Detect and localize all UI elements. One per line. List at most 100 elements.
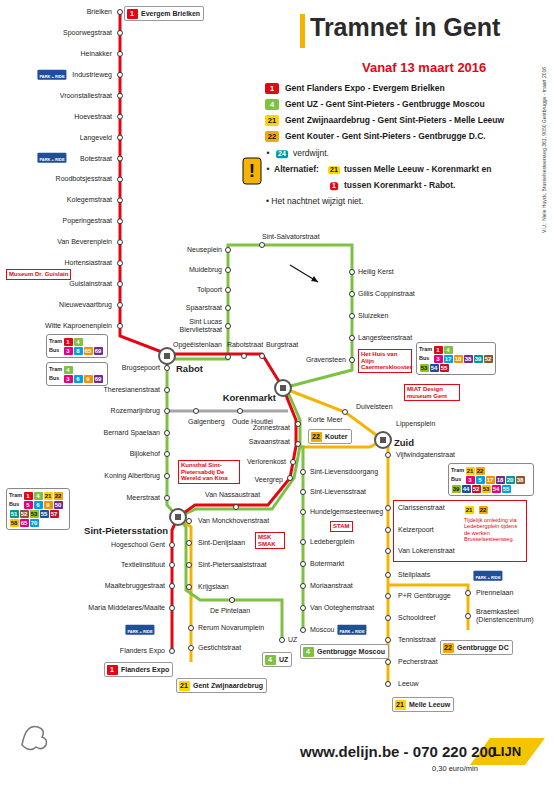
hub-circle [170, 509, 186, 525]
map-label: tussen Melle Leeuw - Korenmarkt en [344, 165, 491, 174]
map-label: Clarissenstraat [398, 504, 445, 512]
station-dot [226, 268, 231, 273]
map-label: Hogeschool Gent [111, 541, 165, 549]
station-dot [226, 324, 231, 329]
map-label: Ledebergplein [310, 538, 354, 546]
line-badge: 22 [479, 506, 488, 514]
station-dot [230, 598, 235, 603]
map-label: Langeveld [80, 134, 112, 142]
map-label: Leeuw [398, 680, 419, 688]
map-label: Vijfwindgatenstraat [396, 451, 455, 459]
hub-circle [159, 348, 175, 364]
green-lines [167, 245, 352, 640]
station-dot [118, 219, 123, 224]
map-label: Duivelsteen [356, 403, 393, 411]
line-badge: 55 [40, 510, 49, 518]
terminus-box: 21Melle Leeuw [392, 697, 454, 712]
station-dot [301, 470, 306, 475]
station-dot [238, 409, 243, 414]
map-label: Van Ooteghemstraat [310, 604, 374, 612]
callout-text: STAM [333, 523, 350, 529]
line-badge: 54 [492, 485, 501, 493]
station-dot [386, 682, 391, 687]
station-dot [350, 336, 355, 341]
line-badge: 20 [506, 476, 515, 484]
map-label: Opgeëistenlaan [173, 341, 222, 349]
station-dot [165, 366, 170, 371]
line-badge: 4 [64, 366, 73, 374]
line-badge: 51 [10, 510, 19, 518]
map-label: Schooldreef [398, 614, 435, 622]
map-title: Tramnet in Gent [310, 14, 500, 42]
map-label: Witte Kaproenenplein [45, 322, 112, 330]
map-label: Tolpoort [197, 286, 222, 294]
map-label: Gestichtstraat [198, 644, 241, 652]
map-label: • Het nachtnet wijzigt niet. [266, 197, 363, 206]
map-label: 21 [268, 117, 276, 125]
line-badge: 55 [440, 364, 449, 372]
map-label: 4 [270, 101, 274, 109]
map-label: Roodbotsjesstraat [56, 176, 112, 184]
map-label: 1 [270, 85, 274, 93]
line-badge: 3 [466, 476, 475, 484]
map-label: 22 [268, 133, 276, 141]
map-label: Brielken [87, 8, 112, 16]
station-dot [118, 198, 123, 203]
map-label: Pecherstraat [398, 658, 438, 666]
station-dot [386, 453, 391, 458]
map-label: Van Beverenplein [57, 238, 112, 246]
line-badge: 53 [420, 364, 429, 372]
map-label: PARK + RIDE [337, 625, 366, 635]
map-label: tussen Korenmarkt - Rabot. [344, 181, 455, 190]
map-label: Lippensplein [396, 420, 435, 428]
legend-text: Gent UZ - Gent Sint-Pieters - Gentbrugge… [285, 100, 485, 109]
line-badge: 8 [74, 347, 83, 355]
terminus-box: 4Gentbrugge Moscou [300, 644, 389, 659]
terminus-name: Evergem Brielken [141, 10, 200, 18]
line-badge: 5 [476, 476, 485, 484]
mode-name: Bus [49, 347, 63, 353]
interchange-box: Tram4Bus36969 [46, 362, 108, 386]
line-badge: 69 [94, 347, 103, 355]
station-dot [226, 288, 231, 293]
callout-text: Het Huis van Alijn Caermersklooster [361, 351, 412, 370]
line-badge: 18 [454, 355, 463, 363]
line-badge: 38 [516, 476, 525, 484]
tram-icon [380, 437, 386, 443]
line-badge: 17 [444, 355, 453, 363]
map-label: Zonnestraat [253, 424, 290, 432]
line-badge: 65 [84, 347, 93, 355]
station-dot [187, 519, 192, 524]
line-badge: 55 [502, 485, 511, 493]
station-dot [118, 10, 123, 15]
map-label: Sluizeken [358, 312, 388, 320]
map-label: Meerstraat [127, 494, 160, 502]
station-dot [226, 306, 231, 311]
notice-text: Tijdelijk omleiding via Ledebergplein ti… [464, 517, 524, 543]
map-label: Verlorenkost [247, 458, 286, 466]
line-badge: 52 [484, 355, 493, 363]
landmark-callout: MIAT Design museum Gent [404, 384, 460, 401]
map-label: Steilplaats [398, 571, 430, 579]
callout-text: Kunsthal Sint-Pietersabdij De Wereld van… [181, 462, 228, 481]
interchange-box: Tram14Bus31718383952535455 [416, 342, 496, 375]
mode-name: Tram [419, 346, 433, 352]
map-label: Sint Lucas Biervlietstraat [160, 318, 222, 333]
map-label: Flanders Expo [120, 647, 165, 655]
warning-sign [243, 158, 261, 184]
station-dot [118, 261, 123, 266]
station-dot [226, 248, 231, 253]
line-badge: 5 [24, 501, 33, 509]
map-label: Zuid [394, 438, 414, 448]
station-dot [296, 422, 301, 427]
line-badge: 21 [465, 506, 474, 514]
line-badge: 22 [311, 432, 322, 442]
landmark-callout: Het Huis van Alijn Caermersklooster [358, 349, 412, 373]
line-badge: 65 [20, 519, 29, 527]
tram-icon [164, 353, 170, 359]
map-label: Heilig Kerst [358, 268, 394, 276]
station-dot [301, 562, 306, 567]
station-dot [260, 243, 265, 248]
map-label: PARK + RIDE [125, 625, 154, 635]
